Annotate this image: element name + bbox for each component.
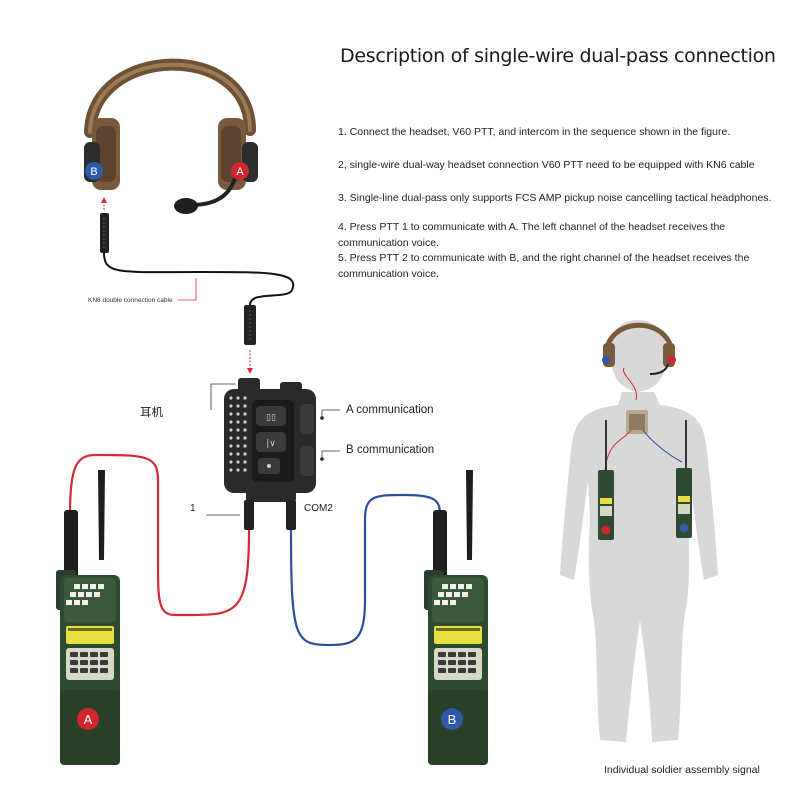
svg-text:B: B bbox=[90, 166, 97, 178]
soldier-silhouette bbox=[560, 320, 718, 742]
a-communication-label: A communication bbox=[346, 404, 434, 416]
headset-badge-a: A bbox=[231, 162, 249, 180]
down-arrow-icon bbox=[101, 197, 107, 210]
headset-icon bbox=[84, 65, 258, 214]
com1-label: 1 bbox=[190, 503, 196, 514]
cable-label: KN6 double connection cable bbox=[88, 297, 173, 304]
b-communication-label: B communication bbox=[346, 444, 434, 456]
kn6-cable bbox=[100, 213, 293, 374]
blue-cable bbox=[291, 495, 440, 645]
instruction-step-5: 5. Press PTT 2 to communicate with B, an… bbox=[338, 251, 788, 282]
instruction-step-2: 2, single-wire dual-way headset connecti… bbox=[338, 158, 788, 174]
instruction-step-4: 4. Press PTT 1 to communicate with A. Th… bbox=[338, 220, 788, 251]
svg-text:A: A bbox=[84, 712, 93, 727]
headset-badge-b: B bbox=[85, 162, 103, 180]
soldier-caption: Individual soldier assembly signal bbox=[604, 764, 760, 776]
svg-text:A: A bbox=[236, 166, 244, 178]
radio-badge-b: B bbox=[441, 708, 463, 730]
page-title: Description of single-wire dual-pass con… bbox=[340, 42, 780, 70]
svg-text:▯▯: ▯▯ bbox=[266, 413, 276, 423]
earphone-label: 耳机 bbox=[140, 404, 163, 420]
instruction-step-3: 3. Single-line dual-pass only supports F… bbox=[338, 191, 788, 207]
instruction-step-1: 1. Connect the headset, V60 PTT, and int… bbox=[338, 125, 788, 141]
svg-text:|∨: |∨ bbox=[266, 439, 276, 449]
radio-badge-a: A bbox=[77, 708, 99, 730]
svg-text:B: B bbox=[448, 712, 457, 727]
com2-label: COM2 bbox=[304, 503, 333, 514]
ptt-box-icon: ▯▯ |∨ bbox=[224, 378, 316, 530]
